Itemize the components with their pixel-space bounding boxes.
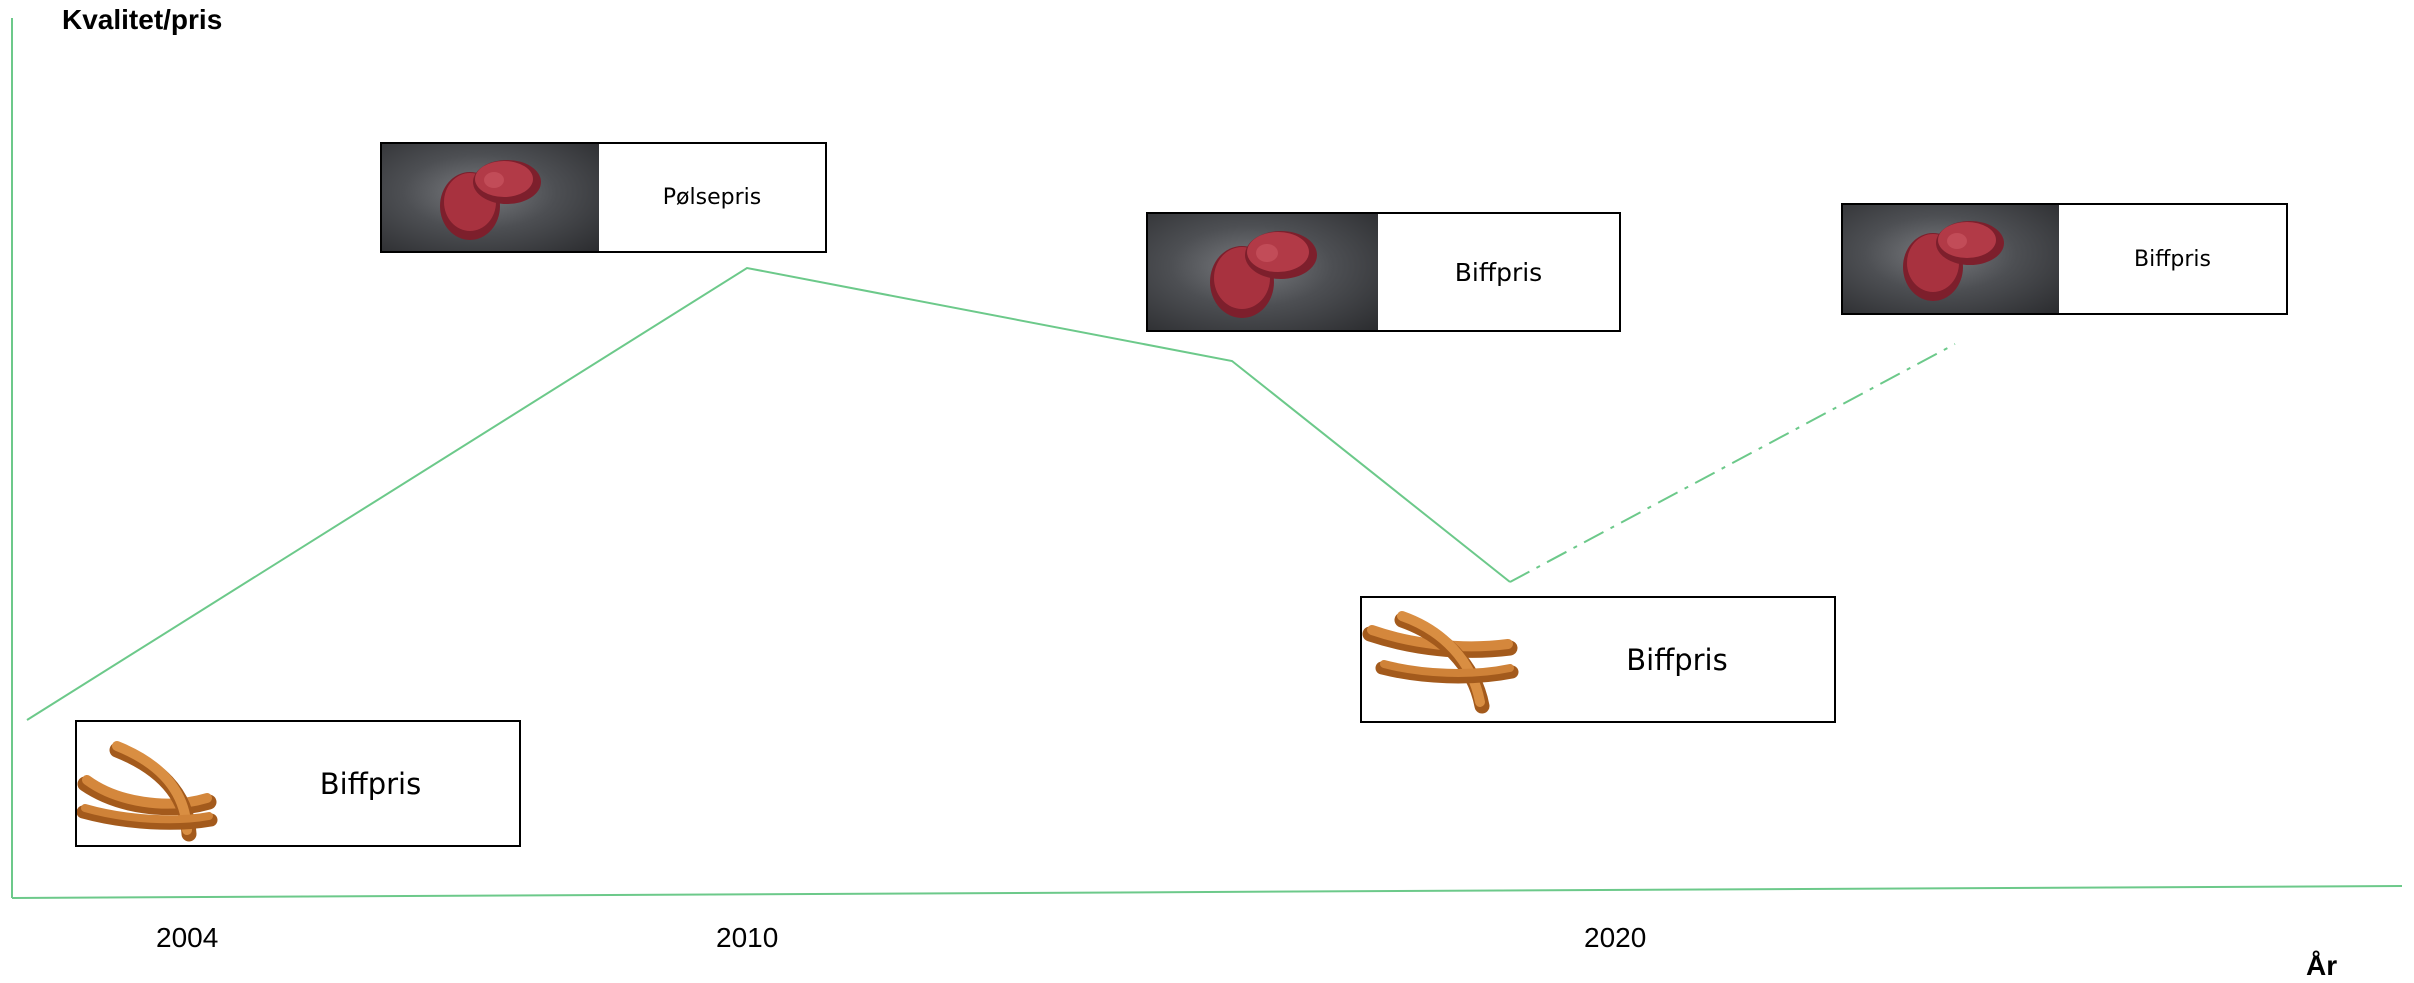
price-card-2010: Pølsepris xyxy=(380,142,827,253)
trend-line-solid xyxy=(26,266,1511,721)
card-label: Biffpris xyxy=(2134,246,2211,272)
year-label-2010: 2010 xyxy=(716,922,779,953)
x-axis xyxy=(11,885,2403,899)
year-label-2004: 2004 xyxy=(156,922,219,953)
beef-image xyxy=(382,144,599,251)
trend-line-projected xyxy=(1509,343,1956,583)
price-card-2004: Biffpris xyxy=(75,720,521,847)
card-label: Biffpris xyxy=(319,766,422,801)
card-label: Pølsepris xyxy=(662,185,762,210)
beef-image xyxy=(1843,205,2059,313)
year-label-2020: 2020 xyxy=(1584,922,1647,953)
sausages-image xyxy=(1362,598,1520,721)
y-axis-title: Kvalitet/pris xyxy=(62,4,223,35)
price-card-low: Biffpris xyxy=(1360,596,1836,723)
sausages-image xyxy=(77,722,222,845)
price-card-future: Biffpris xyxy=(1841,203,2288,315)
beef-image xyxy=(1148,214,1378,330)
card-label: Biffpris xyxy=(1626,642,1728,677)
x-axis-title: År xyxy=(2306,950,2338,981)
price-card-mid: Biffpris xyxy=(1146,212,1621,332)
card-label: Biffpris xyxy=(1454,257,1543,287)
